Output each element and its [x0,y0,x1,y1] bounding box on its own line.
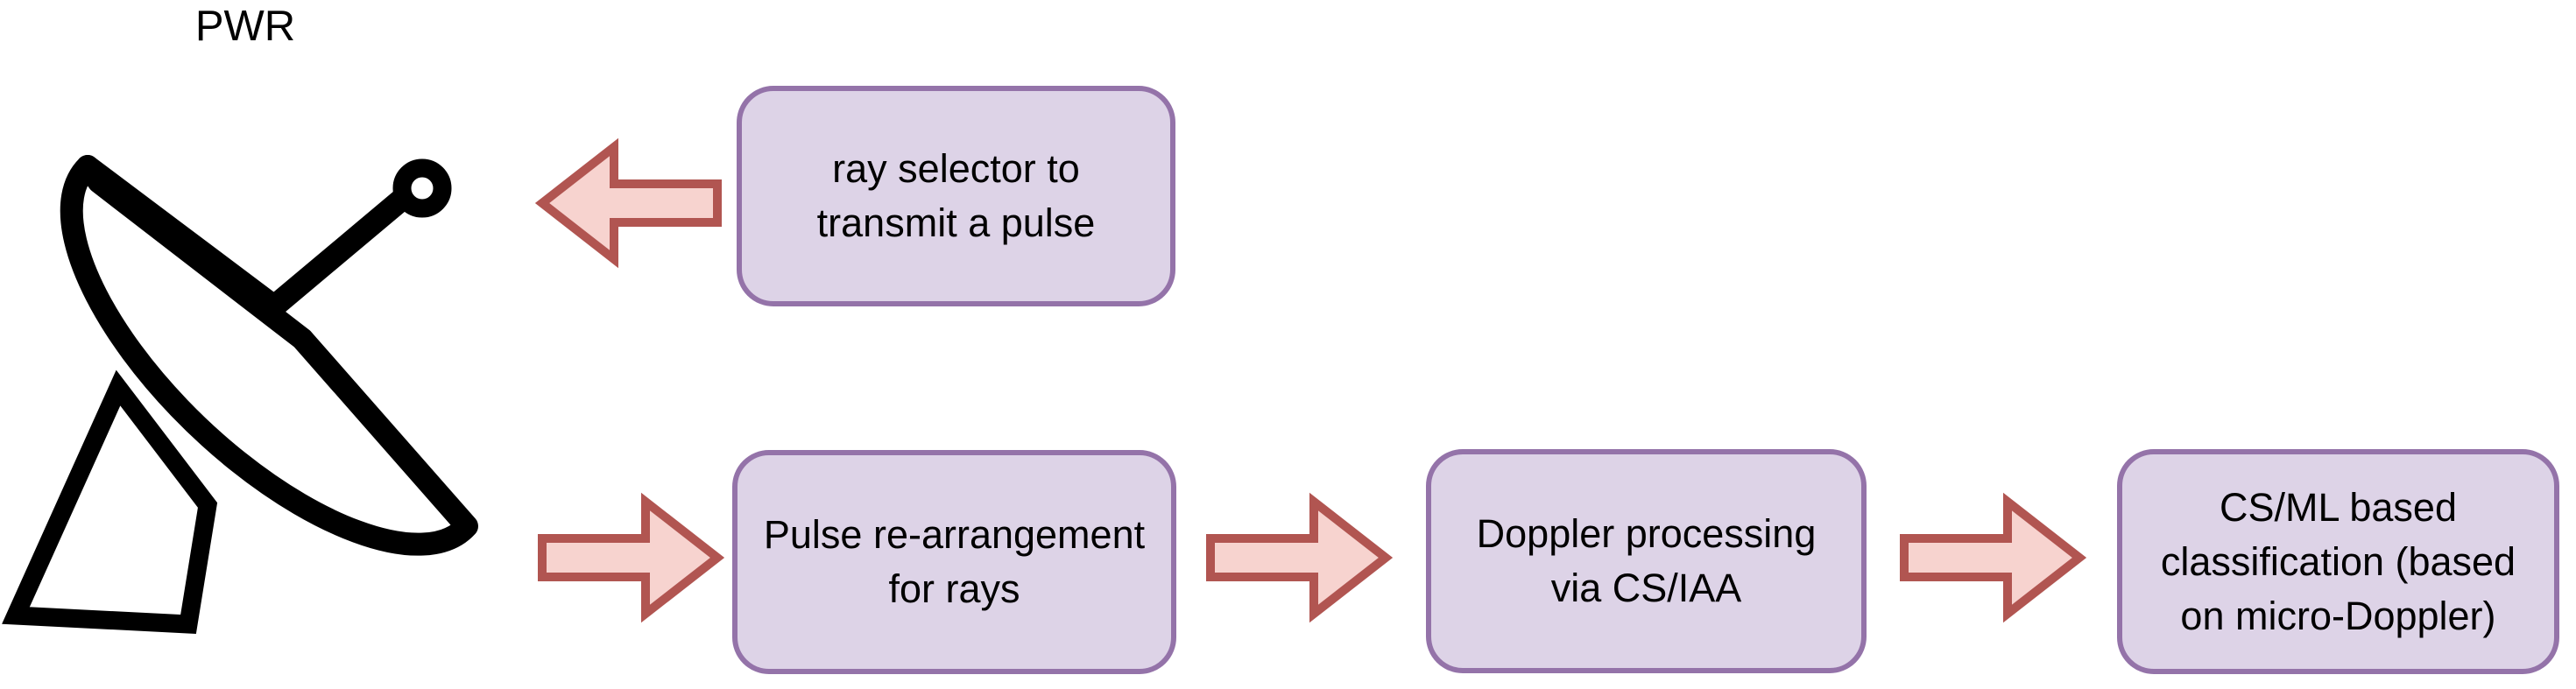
arrow-pulse-rearrangement-to-doppler [1206,492,1394,623]
flow-box-pulse-rearrangement: Pulse re-arrangement for rays [732,450,1176,674]
flow-box-doppler-processing: Doppler processing via CS/IAA [1426,449,1867,673]
dish-feed-arm [76,155,427,318]
flow-box-classification: CS/ML based classification (based on mic… [2117,449,2559,674]
arrow-radar-to-pulse-rearrangement [538,492,725,623]
arrow-left-to-radar [534,137,722,269]
satellite-dish-icon [2,155,478,634]
arrow-doppler-to-classification [1900,492,2087,623]
dish-feed-horn [392,158,452,218]
dish-reflector [60,155,478,556]
flow-box-ray-selector: ray selector to transmit a pulse [737,86,1175,306]
dish-pedestal [2,369,218,634]
pwr-label: PWR [194,3,296,50]
